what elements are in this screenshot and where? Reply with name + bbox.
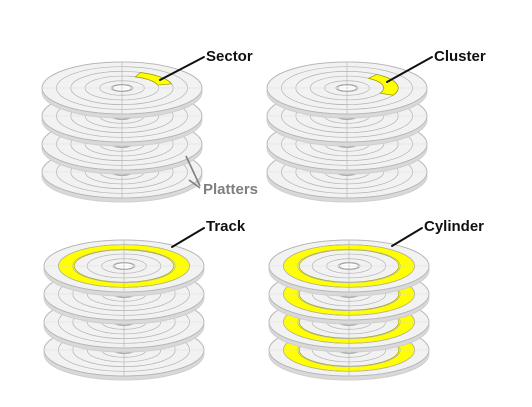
disk-stack-cluster [266, 61, 428, 203]
track-label: Track [206, 218, 246, 235]
platter-1 [41, 61, 203, 119]
cylinder-leader-line [391, 227, 423, 247]
platter-1 [268, 239, 430, 297]
platters-leader-line [188, 179, 201, 189]
platter-1 [266, 61, 428, 119]
sector-label: Sector [206, 48, 253, 65]
disk-stack-sector [41, 61, 203, 203]
cluster-leader-line [386, 56, 433, 83]
sector-highlight [134, 72, 173, 86]
sector-leader-line [159, 56, 205, 81]
platters-leader-line [185, 155, 201, 187]
platters-label: Platters [203, 181, 259, 198]
disk-stack-cylinder [268, 239, 430, 381]
platter-1 [43, 239, 205, 297]
disk-stack-track [43, 239, 205, 381]
cylinder-label: Cylinder [424, 218, 485, 235]
track-leader-line [171, 227, 205, 248]
cluster-label: Cluster [434, 48, 486, 65]
